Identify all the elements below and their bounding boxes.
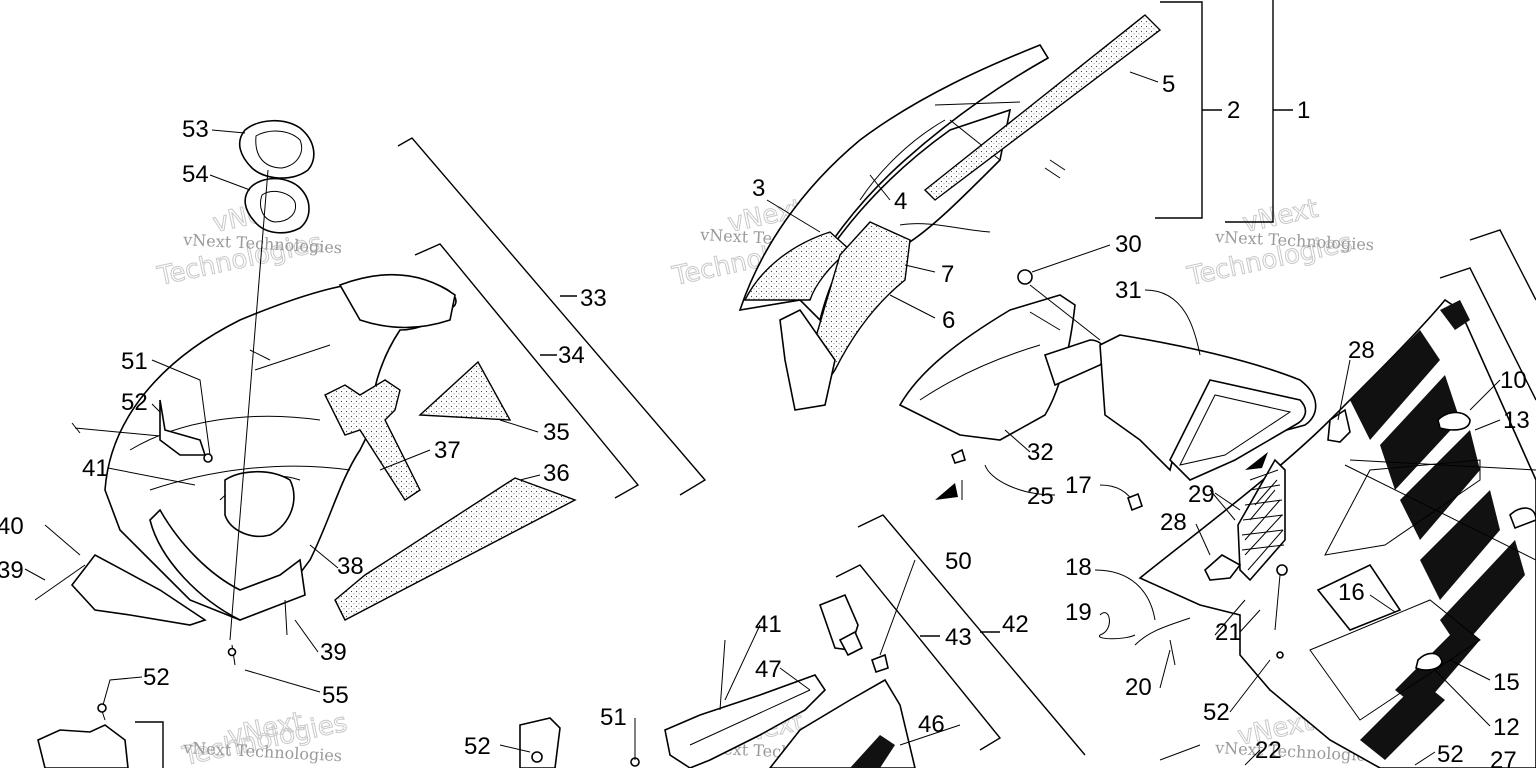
wire-harness [1094,484,1246,666]
decal-16 [1316,563,1402,631]
callout-32: 32 [1027,439,1054,466]
foam-block-37 [324,379,421,501]
foam-strip-36 [334,477,577,621]
callout-42: 42 [1002,611,1029,638]
callout-38: 38 [337,553,364,580]
callout-28: 28 [1160,509,1187,536]
callout-28: 28 [1348,337,1375,364]
foam-pad-6 [814,221,911,398]
callout-47: 47 [755,656,782,683]
callout-5: 5 [1162,71,1175,98]
frame-31 [1169,379,1307,481]
callout-54: 54 [182,161,209,188]
callout-12: 12 [1493,714,1520,741]
callout-19: 19 [1065,599,1092,626]
callout-6: 6 [942,307,955,334]
leader-lines [24,71,1501,766]
foam-strip-5 [923,14,1162,201]
arrow-icon [935,483,958,500]
callout-2: 2 [1227,97,1240,124]
side-trim-47 [664,674,827,768]
callout-53: 53 [182,116,209,143]
callout-17: 17 [1065,472,1092,499]
side-panel-assembly [898,269,1317,500]
foam-pad-3 [743,231,852,301]
callout-51: 51 [121,348,148,375]
gasket-54 [244,177,310,234]
callout-15: 15 [1493,669,1520,696]
callout-18: 18 [1065,554,1092,581]
bracket-1-2 [1155,0,1293,223]
callout-52: 52 [464,733,491,760]
callout-1: 1 [1297,97,1310,124]
callout-33: 33 [580,285,607,312]
pad-11 [1509,507,1536,530]
pad-10 [1437,411,1471,431]
callout-22: 22 [1255,737,1282,764]
callout-25: 25 [1027,483,1054,510]
graphic-stripes [1350,300,1525,760]
washer-30 [1017,269,1033,285]
callout-numbers: 1 2 3 4 5 6 7 10 12 13 15 16 17 18 19 20… [0,71,1530,768]
bracket-right [1439,229,1536,401]
callout-29: 29 [1188,481,1215,508]
hood-assembly [70,273,577,626]
callout-55: 55 [322,682,349,709]
pad-28 [1204,554,1242,581]
callout-3: 3 [752,175,765,202]
hood-main [104,278,457,621]
hood-scoop [338,273,456,329]
bracket-33-34 [397,137,707,499]
gaskets [229,119,315,641]
callout-50: 50 [945,548,972,575]
bracket-51-lower [519,717,561,768]
callout-27: 27 [1490,747,1517,768]
callout-41: 41 [82,455,109,482]
callout-10: 10 [1500,367,1527,394]
bottom-left-part [37,721,164,768]
clip-25 [950,448,966,464]
callout-46: 46 [918,711,945,738]
callout-52: 52 [121,389,148,416]
callout-30: 30 [1115,231,1142,258]
lower-trim-assembly [519,593,916,768]
arrow-icon [1245,452,1268,470]
side-panel-32 [898,294,1076,441]
callout-43: 43 [945,624,972,651]
callout-39: 39 [320,639,347,666]
callout-35: 35 [543,419,570,446]
callout-40: 40 [0,513,24,540]
windshield-assembly [738,14,1162,411]
callout-36: 36 [543,460,570,487]
callout-34: 34 [558,342,585,369]
bracket-42-43 [835,514,1086,756]
side-fairing-40 [70,553,207,626]
connector-17 [1127,492,1143,512]
pad-28 [1327,408,1351,443]
callout-52: 52 [1437,741,1464,768]
callout-31: 31 [1115,277,1142,304]
windshield-lower-leg [779,308,836,411]
pad-12 [1415,652,1443,671]
callout-16: 16 [1338,579,1365,606]
callout-52: 52 [1203,699,1230,726]
callout-13: 13 [1503,407,1530,434]
callout-7: 7 [941,261,954,288]
callout-21: 21 [1215,619,1242,646]
foam-triangle-35 [418,360,512,421]
right-side-panel [1138,298,1536,768]
fasteners-left [34,422,288,721]
callout-41: 41 [755,611,782,638]
callout-39: 39 [0,557,24,584]
callout-20: 20 [1125,674,1152,701]
hood-trim [149,508,306,621]
callout-51: 51 [600,704,627,731]
gasket-53 [238,119,315,179]
callout-52: 52 [143,664,170,691]
callout-37: 37 [434,437,461,464]
callout-4: 4 [894,188,907,215]
